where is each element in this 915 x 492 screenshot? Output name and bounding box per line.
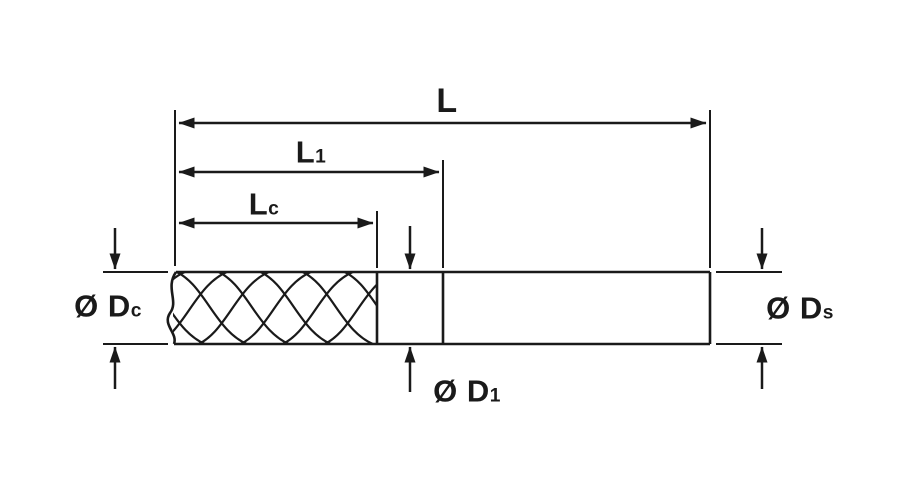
label-L1-sub: 1 <box>315 146 327 168</box>
label-Ds-sub: s <box>822 302 834 324</box>
label-Ds-main: Ø D <box>766 290 823 326</box>
label-cutting-diameter-Dc: Ø Dc <box>74 291 142 322</box>
label-Dc-sub: c <box>130 300 142 322</box>
label-Dc-main: Ø D <box>74 288 131 324</box>
tool-body-outline <box>166 270 712 346</box>
label-cutting-length-Lc: Lc <box>249 189 280 220</box>
flute-end-wavy-edge <box>166 271 178 345</box>
label-L-main: L <box>436 82 458 120</box>
extension-lines <box>103 110 782 345</box>
label-D1-sub: 1 <box>489 385 501 407</box>
label-L1-main: L <box>295 134 316 170</box>
label-D1-main: Ø D <box>433 373 490 409</box>
spiral-flutes <box>173 273 377 343</box>
dimension-lines <box>178 117 707 229</box>
label-shank-diameter-Ds: Ø Ds <box>766 293 834 324</box>
diameter-arrows <box>109 226 768 392</box>
label-overall-length-L: L <box>436 84 457 118</box>
label-Lc-sub: c <box>268 198 280 220</box>
label-length-L1: L1 <box>296 137 327 168</box>
label-neck-diameter-D1: Ø D1 <box>433 376 501 407</box>
label-Lc-main: L <box>248 186 269 222</box>
